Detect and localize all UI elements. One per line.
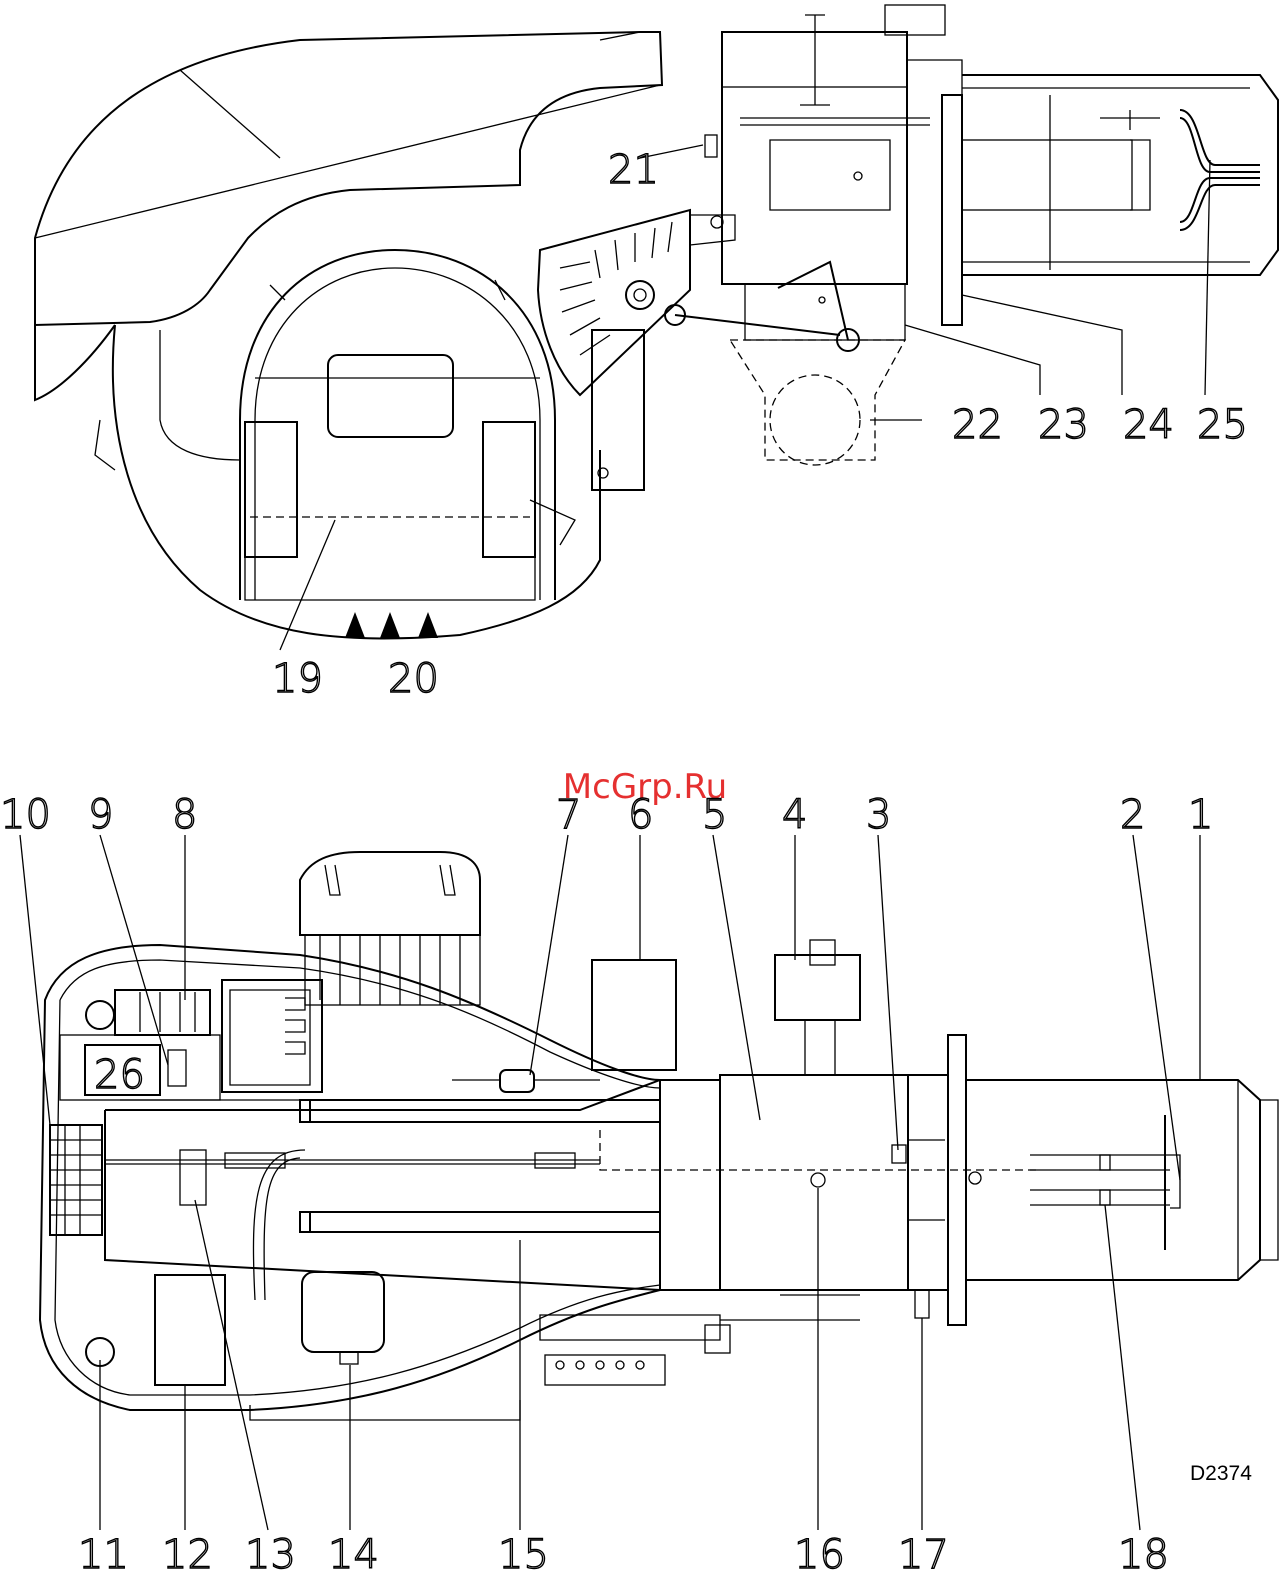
- label-10: 10: [0, 792, 51, 838]
- top-view: 19 20 21 22 23 24 25: [35, 5, 1278, 702]
- label-15: 15: [498, 1532, 549, 1571]
- bottom-view: 26: [0, 792, 1278, 1571]
- label-18: 18: [1118, 1532, 1169, 1571]
- pump-motor-capacitor: [302, 1272, 384, 1352]
- bottom-blast-tube: [966, 1080, 1260, 1280]
- drawing-code: D2374: [1190, 1462, 1252, 1485]
- coupling: [180, 1150, 206, 1205]
- photocell: [500, 1070, 534, 1092]
- label-8: 8: [172, 792, 197, 838]
- damper-pivot: [626, 281, 654, 309]
- bottom-flange: [948, 1035, 966, 1325]
- ignition-transformer: [592, 960, 676, 1070]
- leader-10: [20, 835, 50, 1125]
- label-22: 22: [952, 402, 1003, 448]
- combustion-head-housing: [720, 1075, 908, 1290]
- leader-24: [962, 295, 1122, 395]
- label-14: 14: [328, 1532, 379, 1571]
- label-24: 24: [1123, 402, 1174, 448]
- fixing-screw: [885, 5, 945, 35]
- blast-tube: [962, 75, 1278, 275]
- servomotor-outline: [730, 340, 905, 460]
- label-4: 4: [782, 792, 807, 838]
- label-26: 26: [94, 1052, 145, 1098]
- label-25: 25: [1197, 402, 1248, 448]
- motor-end-left: [245, 422, 297, 557]
- oil-pump: [155, 1275, 225, 1385]
- lower-tube: [300, 1212, 660, 1232]
- label-23: 23: [1038, 402, 1089, 448]
- label-13: 13: [245, 1532, 296, 1571]
- leader-23: [905, 325, 1040, 395]
- burner-cover: [35, 32, 662, 325]
- label-7: 7: [556, 792, 581, 838]
- label-11: 11: [78, 1532, 129, 1571]
- label-17: 17: [898, 1532, 949, 1571]
- leader-25: [1205, 160, 1210, 395]
- label-21: 21: [608, 147, 659, 193]
- electrode-holder: [770, 140, 890, 210]
- cover-lower-edge: [35, 325, 115, 400]
- label-1: 1: [1188, 792, 1213, 838]
- motor-fan-cover: [300, 852, 480, 935]
- label-20: 20: [388, 656, 439, 702]
- leader-18: [1105, 1205, 1140, 1530]
- label-19: 19: [272, 656, 323, 702]
- label-6: 6: [628, 792, 653, 838]
- internal-chassis: [105, 1080, 660, 1290]
- cover-bolt-top: [86, 1001, 114, 1029]
- leader-2: [1133, 835, 1180, 1180]
- centre-line: [600, 1130, 1040, 1170]
- label-16: 16: [794, 1532, 845, 1571]
- motor-housing: [240, 250, 555, 600]
- air-damper-sector: [538, 210, 690, 395]
- head-connector: [660, 1080, 720, 1290]
- mounting-flange: [942, 95, 962, 325]
- fan-volute: [113, 325, 600, 639]
- label-3: 3: [866, 792, 891, 838]
- label-2: 2: [1120, 792, 1145, 838]
- label-5: 5: [702, 792, 727, 838]
- label-9: 9: [88, 792, 113, 838]
- motor-end-right: [483, 422, 535, 557]
- leader-19: [280, 520, 335, 650]
- air-flow-arrows: [345, 612, 438, 638]
- motor-terminal-box: [328, 355, 453, 437]
- leader-3: [878, 835, 898, 1150]
- terminal-strip: [115, 990, 210, 1035]
- label-12: 12: [162, 1532, 213, 1571]
- pump-shaft: [105, 1160, 600, 1164]
- linkage-rod: [675, 315, 840, 335]
- control-box: [222, 980, 322, 1092]
- head-adjust-screw: [811, 1173, 825, 1187]
- leader-13: [195, 1200, 268, 1530]
